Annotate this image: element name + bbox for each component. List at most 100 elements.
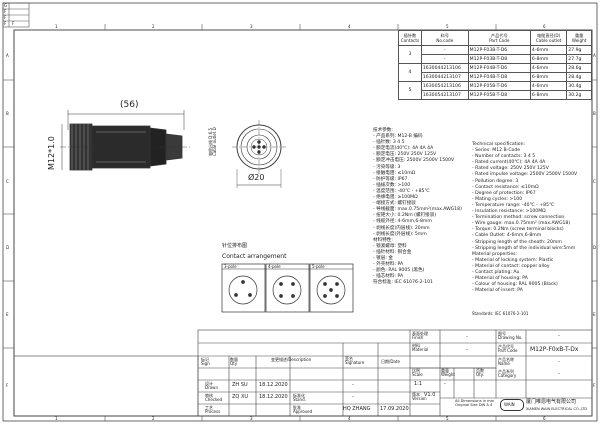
cell-cable: 6-8mm — [529, 54, 568, 64]
tb-checked-date: 18.12.2020 — [259, 394, 288, 400]
tech-en-line: - Insulation resistance: >100MΩ — [472, 209, 546, 215]
table-row: 5 1630054213106 M12P-F05B-T-D6 4-6mm 30.… — [398, 81, 592, 100]
tb-scale-value: 1:1 — [414, 381, 423, 387]
rev-corner-1: G — [4, 3, 8, 8]
col-label-2: 2 — [152, 24, 155, 29]
cell-part: M12P-F03B-T-D6 — [467, 45, 531, 55]
bottom-col-label-4: 4 — [348, 416, 351, 421]
tech-cn-line: - 剥线长度(外层线): 5mm — [373, 231, 427, 237]
tb-category-label: 产品系列 Category — [498, 369, 517, 378]
col-label-6: 6 — [543, 24, 546, 29]
tb-category-value: - — [558, 371, 560, 377]
tb-weight-label: 重量 Weight — [441, 368, 455, 377]
tb-sheet-label: 页数 Qty. — [476, 368, 484, 377]
cell-contacts: 3 — [398, 45, 422, 64]
tb-checked-label: 审核 Checked — [205, 393, 223, 402]
company-name-cn: 厦门唯恩电气有限公司 — [526, 399, 577, 405]
tech-en-line: - Material of locking system: Plastic — [472, 257, 554, 263]
tb-finish-label: 表面处理 Finish — [412, 331, 428, 340]
tech-cn-line: - 镀层: 金 — [373, 255, 393, 261]
contact-title-en: Contact arrangement — [222, 253, 287, 260]
cell-weight: 27.7g — [566, 54, 592, 64]
tech-en-line: - Temperature range: -40℃ - +85℃ — [472, 202, 555, 208]
tech-cn-line: - 颜色: RAL 9005 (黑色) — [373, 268, 425, 274]
tech-cn-line: - 插拔次数: >100 — [373, 182, 411, 188]
tb-dash-1: - — [352, 382, 354, 388]
tb-sig-label: 签名 Signature — [345, 356, 365, 365]
cell-cable: 6-8mm — [529, 90, 568, 100]
tb-drawn-label: 设计 Drawn — [205, 381, 218, 390]
tech-en-line: - Stripping length of the individual wir… — [472, 245, 576, 251]
rev-corner-4: F — [4, 21, 7, 26]
pole-label-5: 5-pole — [312, 264, 325, 269]
contact-title-cn: 针位排布图 — [222, 243, 248, 249]
tb-approved-date: 17.09.2020 — [380, 406, 409, 412]
tech-cn-line: - 锁紧螺母: 塑料 — [373, 243, 407, 249]
row-label-b: B — [6, 111, 9, 116]
tech-cn-line: - 污染等级: 3 — [373, 164, 401, 170]
tech-cn-line: - 扭矩大小: 0.2Nm (螺钉接驳) — [373, 213, 437, 219]
tech-en-title: Technical specification: — [472, 142, 526, 147]
tech-cn-line: - 额定冲击电压: 2500V 2500V 1500V — [373, 158, 455, 164]
row-label-a: A — [6, 53, 9, 58]
cell-part: M12P-F04B-T-D8 — [467, 72, 531, 82]
right-row-label-e: E — [593, 312, 596, 317]
right-row-label-d: D — [593, 245, 597, 250]
bottom-col-label-6: 6 — [543, 416, 546, 421]
tb-name-value: - — [558, 359, 560, 365]
tb-drawn-name: ZH SU — [232, 382, 248, 388]
tech-en-line: Material properties: — [472, 251, 518, 257]
tech-cn-line: - 插芯材料: PA — [373, 274, 404, 280]
cell-contacts: 4 — [398, 63, 422, 82]
tech-en-line: - Rated current(40℃): 4A 4A 4A — [472, 160, 546, 166]
tech-cn-line: - 导线截面: max.0.75mm²(max.AWG18) — [373, 207, 462, 213]
right-row-label-c: C — [593, 179, 596, 184]
dim-diameter-label: Ø20 — [248, 173, 265, 182]
tb-drawn-date: 18.12.2020 — [259, 382, 288, 388]
cell-weight: 28.6g — [566, 63, 592, 73]
tech-cn-title: 技术参数: — [373, 128, 393, 133]
cell-cable: 6-8mm — [529, 72, 568, 82]
company-name-en: XIAMEN WAIN ELECTRICAL CO.,LTD — [526, 407, 588, 411]
tech-en-line: - Material of insert: PA — [472, 288, 523, 294]
tb-scale-label: 比例 Scale — [412, 368, 423, 377]
tb-qty-label: 数量 Qty — [230, 357, 238, 366]
col-label-3: 3 — [250, 24, 253, 29]
tech-cn-line: - 温度范围: -40℃ - +85℃ — [373, 188, 430, 194]
table-row: - M12P-F03B-T-D8 6-8mm 27.7g — [399, 54, 592, 64]
tb-material-value: - — [466, 347, 468, 353]
tb-material-label: 材料 Material — [412, 343, 429, 352]
tb-date-label: 日期/Date — [381, 359, 400, 364]
tech-en-line: - Wire gauge: max.0.75mm² (max.AWG18) — [472, 221, 571, 227]
cell-weight: 28.4g — [566, 72, 592, 82]
hdr-cable: 电缆直径(D) Cable outlet — [529, 30, 568, 46]
tb-part-code: M12P-F0xB-T-Dx — [530, 346, 579, 353]
tb-weight-value: - — [444, 381, 446, 387]
tb-drawing-no-label: 图号 Drawing No. — [498, 331, 523, 340]
row-label-f: F — [6, 383, 9, 388]
logo-text: WAIN — [504, 402, 515, 407]
bottom-col-label-3: 3 — [250, 416, 253, 421]
bottom-col-label-5: 5 — [446, 416, 449, 421]
tech-cn-line: - 产品系列: M12-B 编码 — [373, 134, 423, 140]
bottom-col-label-1: 1 — [55, 416, 58, 421]
rev-corner-5: F — [12, 21, 15, 26]
tech-cn-line: - 接触电阻: ≤10mΩ — [373, 170, 416, 176]
tech-cn-line: - 防护等级: IP67 — [373, 176, 408, 182]
company-logo: WAIN — [500, 399, 524, 411]
table-row: 4 1630044213106 M12P-F04B-T-D6 4-6mm 28.… — [398, 63, 592, 82]
cell-part: M12P-F03B-T-D8 — [467, 54, 531, 64]
cell-weight: 30.2g — [566, 90, 592, 100]
row-label-c: C — [6, 179, 9, 184]
cell-weight: 30.4g — [566, 81, 592, 91]
standards-en: Standards: IEC 61076-2-101 — [472, 311, 529, 316]
revision-corner — [2, 2, 30, 28]
tech-en-line: - Number of contacts: 3 4 5 — [472, 154, 536, 160]
cell-code: 1630044213107 — [420, 72, 469, 82]
tb-process-label: 工艺 Process — [205, 405, 221, 414]
tech-en-line: - Degree of protection: IP67 — [472, 190, 536, 196]
tech-en-line: - Cable Outlet: 4-6mm,6-8mm — [472, 233, 542, 239]
cell-cable: 4-6mm — [529, 45, 568, 55]
tech-cn-line: - 额定电流(40℃): 4A 4A 4A — [373, 146, 434, 152]
cell-contacts: 5 — [398, 81, 422, 100]
